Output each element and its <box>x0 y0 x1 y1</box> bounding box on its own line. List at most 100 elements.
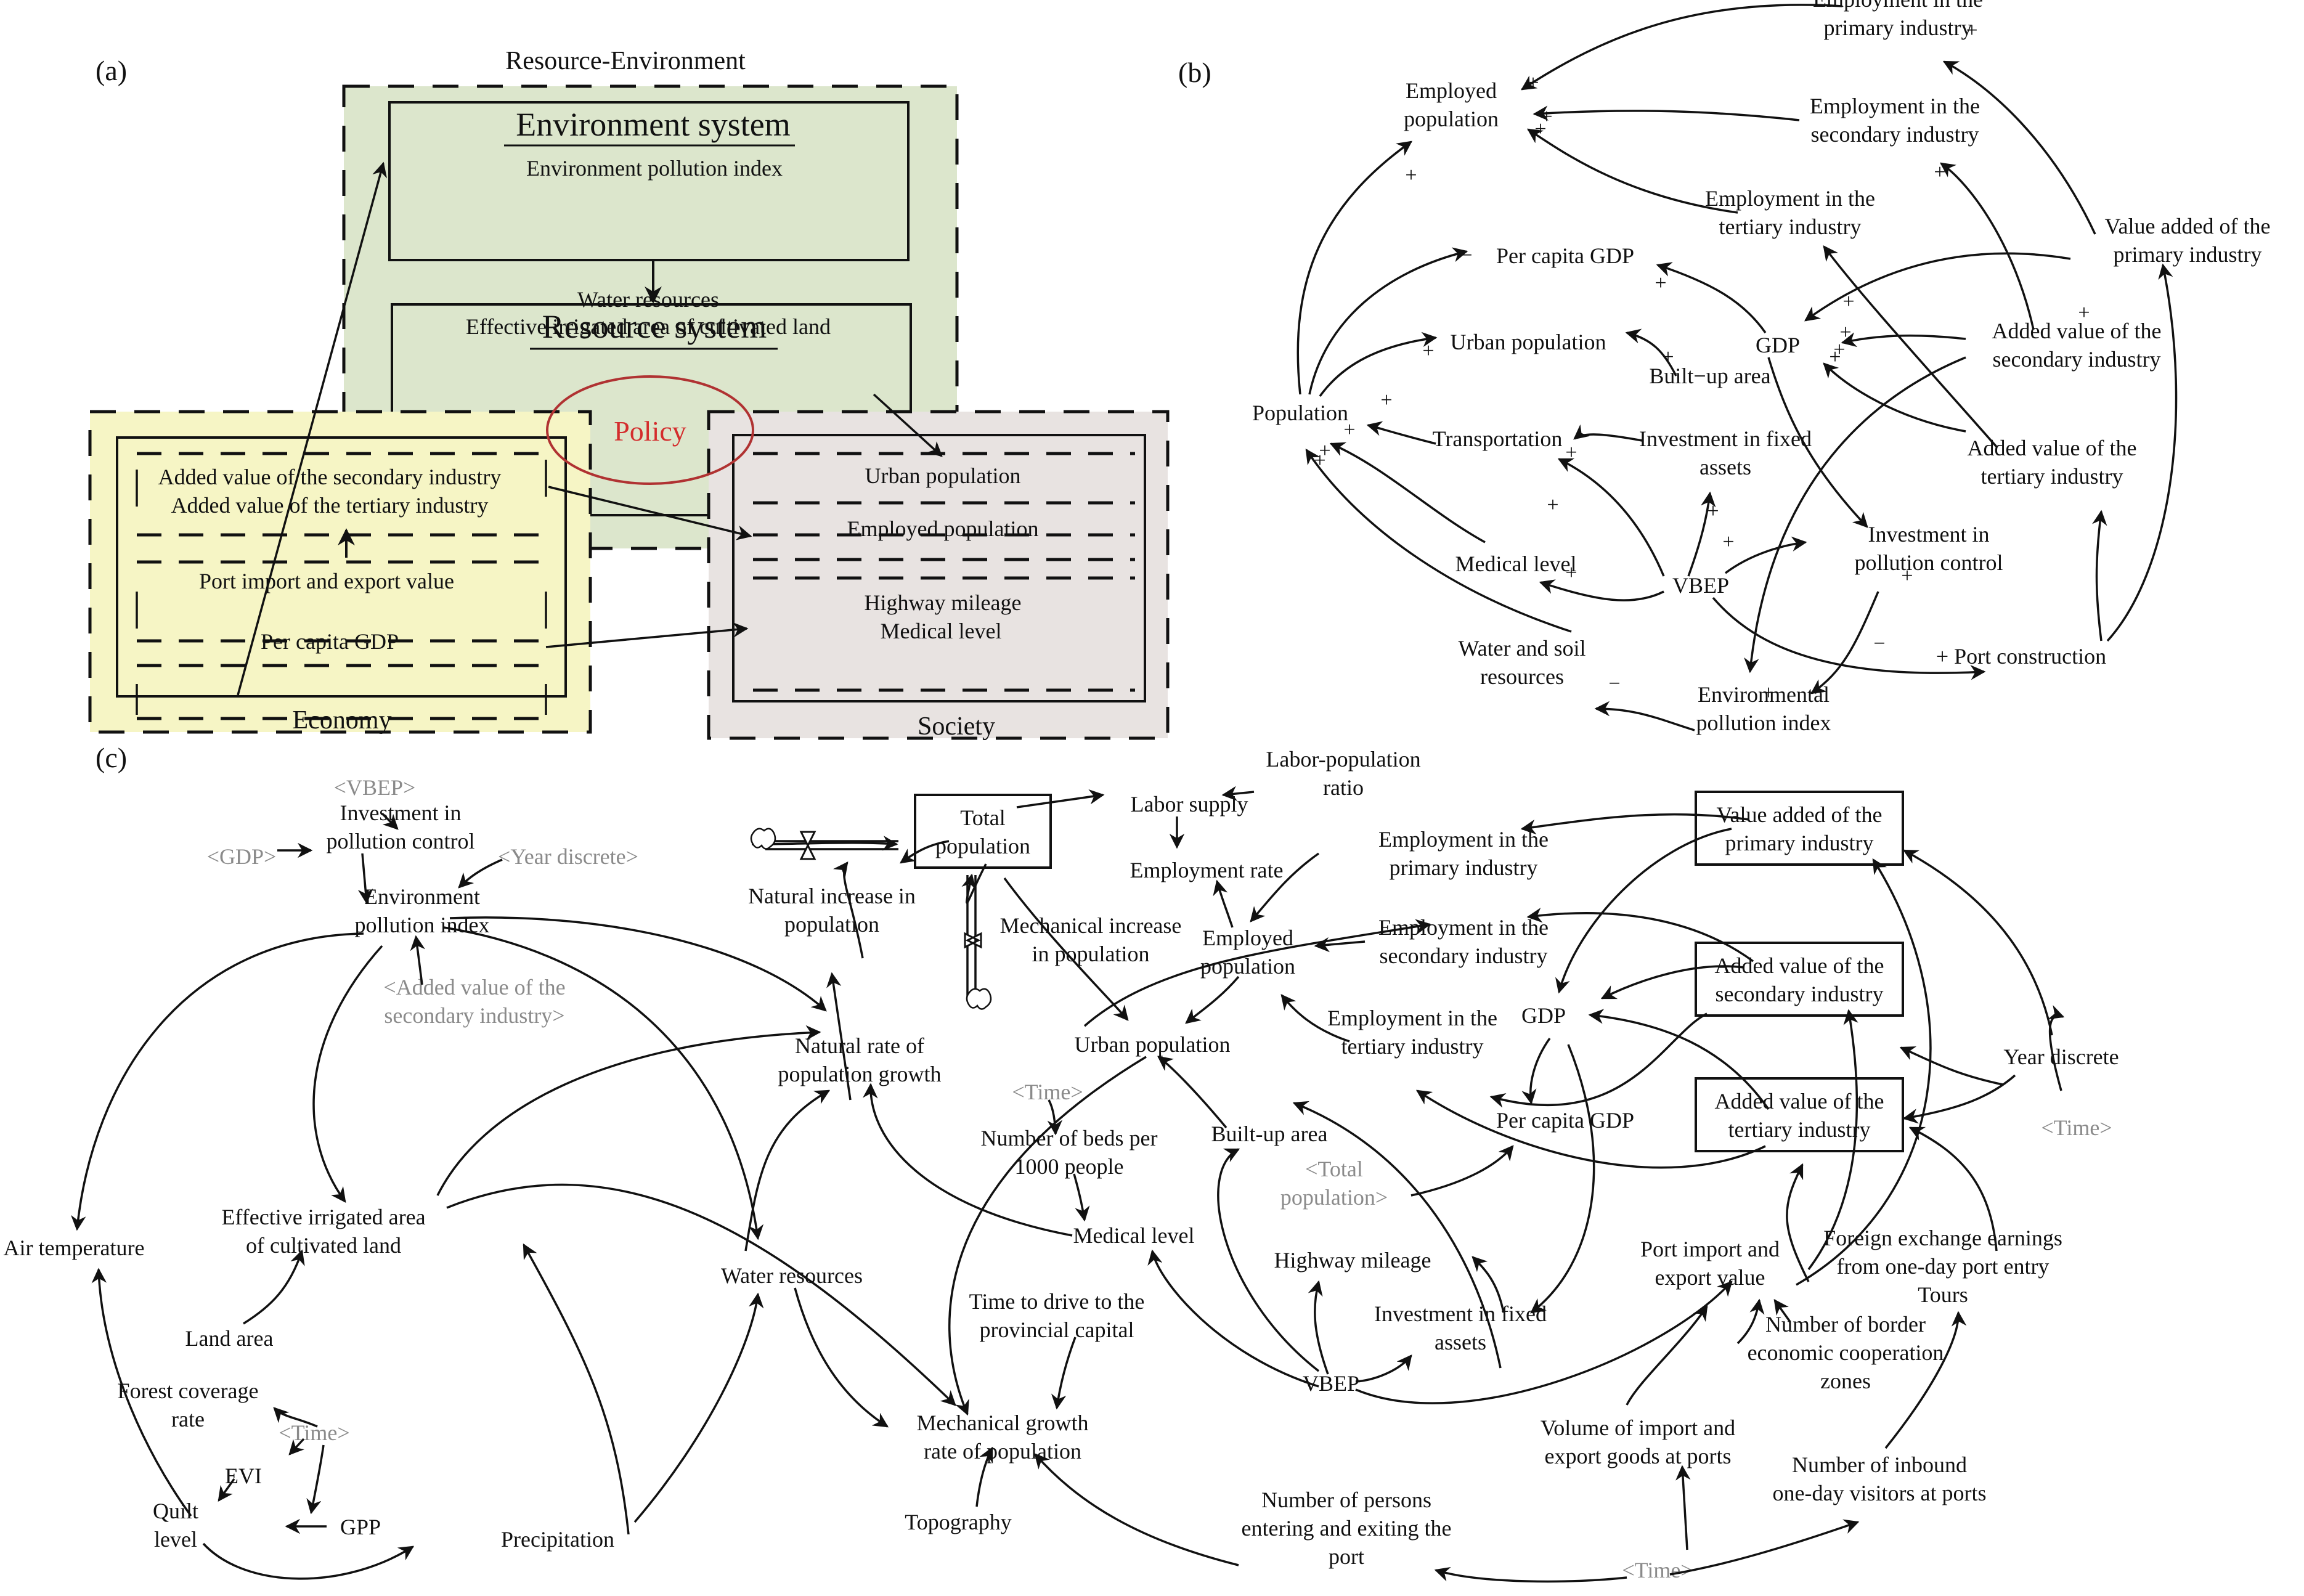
causal-link <box>1675 1465 1691 1550</box>
node-label: Year discrete <box>2003 1044 2119 1069</box>
causal-link <box>1823 245 1998 448</box>
causal-link <box>1539 579 1664 601</box>
causal-link <box>1594 701 1695 731</box>
causal-link <box>1434 1566 1627 1583</box>
node-label: tertiary industry <box>1981 464 2123 489</box>
node-label: Medical level <box>1073 1223 1195 1248</box>
society-item-urban-population: Urban population <box>865 463 1021 488</box>
polarity-sign: + <box>1565 441 1577 464</box>
causal-link <box>1415 1089 1766 1169</box>
node-label: economic cooperation <box>1748 1340 1944 1365</box>
causal-link <box>794 1287 889 1428</box>
node-label: Built−up area <box>1649 364 1770 388</box>
causal-link <box>1600 965 1744 1000</box>
cloud-source-icon <box>750 828 776 850</box>
causal-link <box>1147 1249 1319 1388</box>
resource-environment-title: Resource-Environment <box>505 47 746 75</box>
node-label: secondary industry <box>1993 347 2161 372</box>
causal-link <box>1796 858 1932 1286</box>
causal-link <box>1051 1337 1077 1410</box>
polarity-sign: + <box>1842 290 1854 313</box>
causal-link <box>243 1249 305 1325</box>
causal-link <box>1073 1173 1090 1222</box>
causal-link <box>1250 852 1320 922</box>
node-label: port <box>1329 1544 1364 1569</box>
node-label: pollution index <box>1696 710 1831 735</box>
panel_c-node-timeS2: <Time> <box>1012 1080 1083 1104</box>
causal-link <box>410 935 425 985</box>
node-label: Quilt <box>153 1499 198 1523</box>
node-label: Topography <box>905 1510 1011 1534</box>
panel-a-label: (a) <box>96 55 127 86</box>
panel_c-node-pcgdp: Per capita GDP <box>1496 1108 1634 1133</box>
causal-link <box>1520 4 1843 91</box>
panel_b-node-urban: Urban population <box>1451 330 1606 354</box>
economy-title: Economy <box>293 706 392 735</box>
node-label: + Port construction <box>1936 644 2106 669</box>
node-label: of cultivated land <box>246 1233 401 1258</box>
node-label: Employment in the <box>1327 1006 1497 1030</box>
causal-link <box>1003 877 1129 1021</box>
causal-link <box>1314 937 1366 953</box>
node-label: Effective irrigated area <box>221 1205 425 1229</box>
causal-link <box>381 812 399 830</box>
causal-link <box>1355 1354 1412 1383</box>
resource-system-box <box>391 303 912 516</box>
node-label: Number of inbound <box>1792 1452 1967 1477</box>
node-label: 1000 people <box>1015 1154 1124 1179</box>
causal-link <box>1773 1299 1791 1323</box>
causal-link <box>1804 252 2071 322</box>
polarity-sign: + <box>1707 500 1719 523</box>
node-label: Employment in the <box>1705 186 1875 211</box>
panel-b-label: (b) <box>1178 57 1211 88</box>
causal-link <box>1530 1044 1595 1314</box>
causal-link <box>975 1446 993 1507</box>
node-label: secondary industry <box>1380 943 1548 968</box>
causal-link <box>1185 975 1240 1024</box>
node-label: Added value of the <box>1968 436 2137 460</box>
node-label: GPP <box>340 1515 381 1539</box>
node-label: Volume of import and <box>1541 1415 1735 1440</box>
causal-link <box>1899 1046 2003 1086</box>
node-label: Built-up area <box>1211 1122 1328 1146</box>
node-label: Air temperature <box>4 1236 145 1260</box>
causal-link <box>744 1089 831 1252</box>
node-label: VBEP <box>1672 573 1729 598</box>
causal-link <box>1521 1037 1551 1105</box>
node-label: primary industry <box>1390 855 1538 880</box>
causal-link <box>1823 362 1966 433</box>
node-label: Urban population <box>1075 1032 1231 1057</box>
causal-link <box>1016 789 1105 808</box>
causal-link <box>1942 60 2096 235</box>
node-label: in population <box>1032 942 1150 966</box>
node-label: Port import and <box>1640 1237 1780 1261</box>
causal-link <box>1908 1126 1998 1252</box>
panel_b-node-built: Built−up area <box>1649 364 1770 388</box>
node-label: population <box>935 834 1030 858</box>
node-label: ratio <box>1323 775 1364 800</box>
polarity-sign: + <box>1762 682 1774 704</box>
panel-a: (a) Resource-Environment Environment sys… <box>88 47 1170 741</box>
causal-link <box>1902 849 2053 1036</box>
node-label: Foreign exchange earnings <box>1823 1226 2062 1250</box>
polarity-sign: + <box>1422 340 1434 362</box>
causal-link <box>1786 1163 1810 1282</box>
node-label: Investment in fixed <box>1374 1301 1547 1326</box>
causal-link <box>1555 828 1732 994</box>
causal-link <box>948 1056 1147 1416</box>
node-label: <Added value of the <box>383 975 565 1000</box>
node-label: Employment rate <box>1130 858 1284 882</box>
causal-link <box>1557 458 1665 577</box>
